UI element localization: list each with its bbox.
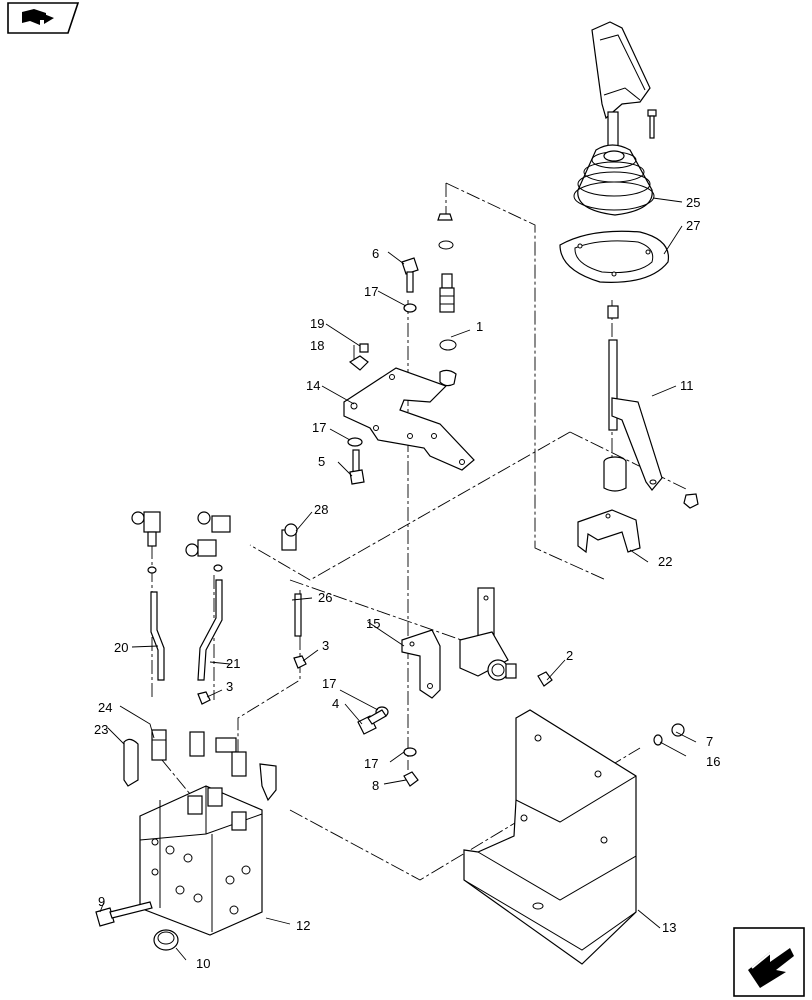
rod-21 xyxy=(197,579,223,681)
callout-4: 4 xyxy=(332,696,339,711)
lever-bracket xyxy=(577,509,641,554)
callout-10: 10 xyxy=(196,956,210,971)
nut-18 xyxy=(348,355,369,371)
callout-9: 9 xyxy=(98,894,105,909)
small-clips xyxy=(189,731,277,802)
callout-25: 25 xyxy=(686,195,700,210)
nut-3-lower xyxy=(197,691,211,705)
rod-26 xyxy=(294,593,302,637)
callout-17: 17 xyxy=(322,676,336,691)
callout-13: 13 xyxy=(662,920,676,935)
washer-17-bottom xyxy=(403,747,417,757)
ball-joint-left xyxy=(131,511,161,574)
bolt-5 xyxy=(349,449,365,485)
callout-17: 17 xyxy=(364,756,378,771)
control-lever xyxy=(607,305,699,509)
nut-2 xyxy=(537,671,553,687)
callout-6: 6 xyxy=(372,246,379,261)
bolt-6 xyxy=(401,257,419,293)
callout-20: 20 xyxy=(114,640,128,655)
bolt-4 xyxy=(357,709,387,735)
callout-1: 1 xyxy=(476,319,483,334)
callout-7: 7 xyxy=(706,734,713,749)
callout-17: 17 xyxy=(364,284,378,299)
book-arrow-icon[interactable] xyxy=(7,2,80,34)
handle-screw xyxy=(647,109,657,139)
rubber-boot xyxy=(573,144,655,216)
callout-16: 16 xyxy=(706,754,720,769)
clevis-24 xyxy=(151,729,167,761)
callout-12: 12 xyxy=(296,918,310,933)
callout-11: 11 xyxy=(680,378,694,393)
washer-16 xyxy=(653,734,663,746)
washer-17-top xyxy=(403,303,417,313)
boot-gasket xyxy=(559,230,670,283)
callout-21: 21 xyxy=(226,656,240,671)
upper-pin-assembly xyxy=(437,213,457,387)
plug-10 xyxy=(153,929,179,951)
nut-7 xyxy=(671,723,685,737)
callout-14: 14 xyxy=(306,378,320,393)
callout-8: 8 xyxy=(372,778,379,793)
pivot-assembly xyxy=(459,587,517,681)
callout-23: 23 xyxy=(94,722,108,737)
callout-15: 15 xyxy=(366,616,380,631)
callout-18: 18 xyxy=(310,338,324,353)
callout-24: 24 xyxy=(98,700,112,715)
washer-17-mid xyxy=(347,437,363,447)
angle-bracket-15 xyxy=(401,629,441,699)
rod-20 xyxy=(150,591,165,681)
joystick-handle xyxy=(591,21,651,153)
clip-23 xyxy=(123,738,139,787)
callout-labels: 1 2 3 3 4 5 6 7 8 9 10 11 12 13 14 15 16… xyxy=(94,195,720,971)
mounting-bracket-13 xyxy=(463,709,637,965)
callout-3: 3 xyxy=(226,679,233,694)
leader-lines xyxy=(99,197,697,961)
callout-26: 26 xyxy=(318,590,332,605)
callout-27: 27 xyxy=(686,218,700,233)
ball-joint-28 xyxy=(281,523,298,551)
callout-19: 19 xyxy=(310,316,324,331)
pivot-bushing xyxy=(603,456,627,492)
callout-2: 2 xyxy=(566,648,573,663)
callout-22: 22 xyxy=(658,554,672,569)
next-page-arrow-icon[interactable] xyxy=(733,927,805,997)
ball-joint-middle xyxy=(185,511,231,572)
callout-28: 28 xyxy=(314,502,328,517)
callout-17: 17 xyxy=(312,420,326,435)
callout-5: 5 xyxy=(318,454,325,469)
callout-3: 3 xyxy=(322,638,329,653)
mounting-plate xyxy=(343,367,475,471)
control-valve xyxy=(139,785,263,936)
nut-8 xyxy=(403,771,419,787)
screw-19 xyxy=(359,343,369,353)
nut-3-upper xyxy=(293,655,307,669)
bolt-9 xyxy=(95,901,153,927)
